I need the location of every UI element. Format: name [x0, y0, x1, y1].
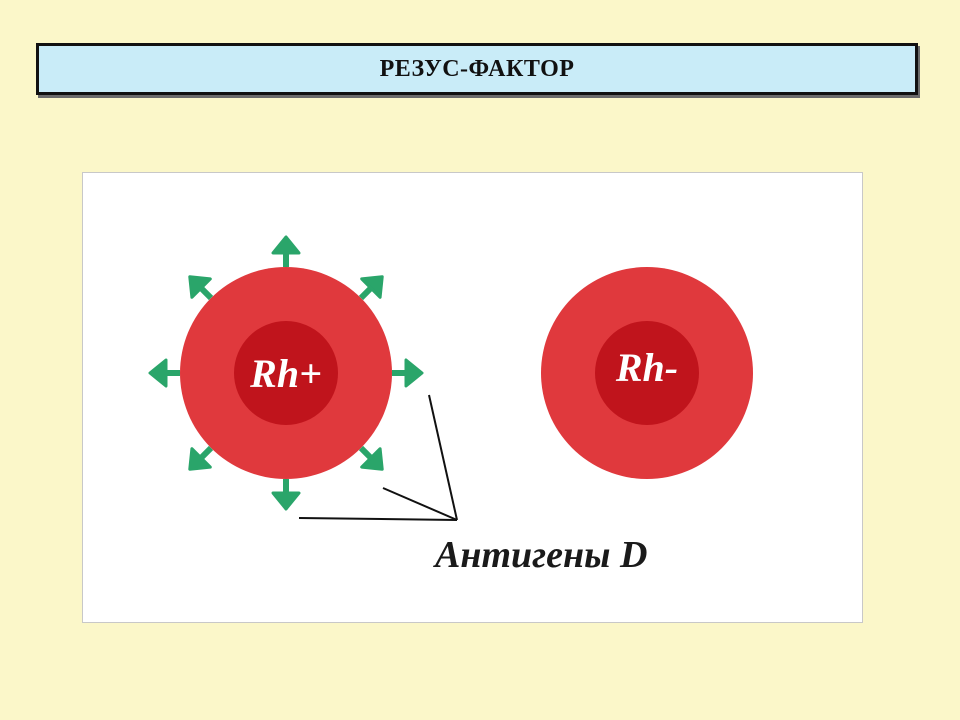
- pointer-line: [428, 394, 458, 521]
- antigen-label: Антигены D: [433, 534, 647, 576]
- rh-diagram: Rh+ Rh- Антигены D: [82, 172, 863, 623]
- pointer-line: [298, 517, 458, 521]
- rh-positive-cell: Rh+: [150, 237, 422, 509]
- rh-positive-nucleus: [234, 321, 338, 425]
- page-title: РЕЗУС-ФАКТОР: [379, 55, 575, 82]
- antigen-arrow-icon: [392, 360, 422, 386]
- rh-negative-nucleus: [595, 321, 699, 425]
- antigen-arrow-icon: [273, 237, 299, 267]
- rh-negative-cell: Rh-: [541, 267, 753, 479]
- rh-positive-label: Rh+: [249, 351, 322, 396]
- title-banner: РЕЗУС-ФАКТОР: [36, 43, 918, 95]
- antigen-pointer-lines: [298, 394, 458, 521]
- antigen-arrow-icon: [273, 479, 299, 509]
- antigen-arrow-icon: [150, 360, 180, 386]
- rh-negative-label: Rh-: [615, 345, 678, 390]
- rh-diagram-svg: Rh+ Rh- Антигены D: [83, 173, 753, 576]
- pointer-line: [382, 487, 458, 521]
